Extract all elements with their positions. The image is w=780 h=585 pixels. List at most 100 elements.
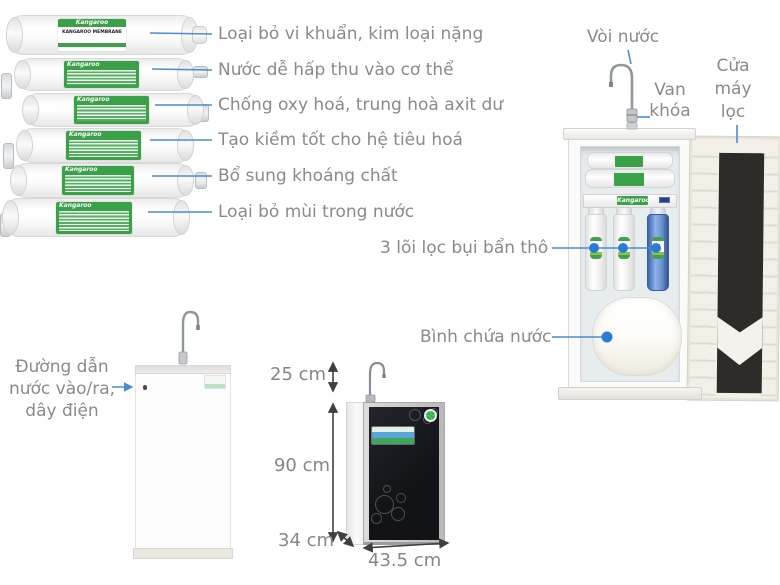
cartridge-label: Kangaroo — [74, 96, 149, 124]
tube-elbow — [1, 73, 12, 99]
cartridge-label: Kangaroo — [66, 131, 141, 160]
bubble-decoration — [383, 485, 391, 493]
cartridge-cap — [22, 95, 39, 125]
tube-elbow — [3, 143, 14, 169]
cartridge-cap — [177, 165, 194, 196]
bubble-decoration — [430, 408, 438, 416]
filter-label — [590, 237, 602, 259]
front-glass-panel — [369, 407, 439, 540]
annotation-easy-absorb: Nước dễ hấp thu vào cơ thể — [218, 60, 454, 80]
label-fine-print — [59, 210, 129, 231]
coarse-filter-1 — [585, 207, 607, 291]
cartridge-cap — [2, 200, 19, 235]
cartridge-label-text: KANGAROO MEMBRANE — [62, 29, 122, 35]
filter-cartridge-6: Kangaroo — [2, 198, 190, 237]
product-figure — [346, 402, 445, 545]
annotation-minerals: Bổ sung khoáng chất — [218, 166, 398, 186]
cartridge-label — [614, 154, 644, 167]
label-door-line3: lọc — [720, 102, 746, 122]
label-water-lines-line1: Đường dẫn — [15, 357, 109, 377]
tube-fitting — [195, 172, 207, 189]
cabinet-base — [558, 387, 702, 400]
cartridge-neck — [192, 26, 207, 44]
brand-wordmark: Kangaroo — [69, 131, 102, 139]
label-stripe — [58, 42, 126, 47]
label-door-line1: Cửa — [716, 56, 750, 76]
cartridge-cap — [187, 95, 204, 125]
cartridge-cap — [173, 200, 190, 235]
brand-wordmark: Kangaroo — [67, 60, 100, 68]
label-fine-print — [69, 140, 138, 157]
faucet-dimension-figure — [365, 361, 386, 403]
brand-wordmark: Kangaroo — [77, 96, 110, 104]
rear-cabinet-base — [133, 548, 233, 559]
cartridge-cap — [177, 130, 194, 161]
label-fine-print — [65, 175, 131, 192]
water-tank — [592, 297, 682, 376]
cabinet-lid — [563, 128, 696, 140]
cabinet-body: Kangaroo — [568, 137, 692, 389]
annotation-remove-bacteria: Loại bỏ vi khuẩn, kim loại nặng — [218, 24, 484, 44]
door-ribs — [689, 140, 719, 396]
flag-icon — [659, 197, 671, 203]
filter-cartridge-3: Kangaroo — [22, 93, 204, 127]
annotation-anti-oxidation: Chống oxy hoá, trung hoà axit dư — [218, 95, 504, 115]
faucet-rear — [178, 310, 200, 365]
cartridge-label: Kangaroo — [64, 60, 139, 89]
cabinet-shelf: Kangaroo — [583, 194, 677, 208]
label-door-line2: máy — [714, 79, 752, 99]
bubble-decoration — [375, 495, 394, 514]
filter-cartridge-5: Kangaroo — [10, 163, 194, 198]
filter-cartridge-2: Kangaroo — [14, 58, 194, 91]
horizontal-cartridge — [587, 152, 673, 169]
label-valve: Van khóa — [644, 80, 696, 122]
feature-stickers — [372, 427, 414, 444]
brand-wordmark: Kangaroo — [59, 201, 92, 209]
tube-fitting — [193, 66, 208, 78]
label-valve-line2: khóa — [649, 101, 691, 121]
annotation-alkaline: Tạo kiềm tốt cho hệ tiêu hoá — [218, 130, 463, 150]
label-valve-line1: Van — [654, 80, 686, 100]
spec-sticker — [204, 375, 226, 389]
annotation-remove-odor: Loại bỏ mùi trong nước — [218, 202, 415, 222]
horizontal-cartridge — [585, 169, 675, 188]
cartridge-cap — [14, 59, 31, 90]
shutoff-valve — [626, 108, 638, 123]
dimension-width: 43.5 cm — [368, 550, 442, 571]
product-front-face — [363, 402, 445, 545]
cartridge-cap — [16, 130, 33, 161]
cartridge-label: Kangaroo KANGAROO MEMBRANE — [58, 18, 126, 52]
dimension-faucet-height: 25 cm — [270, 364, 327, 385]
filter-label — [652, 237, 664, 259]
label-faucet: Vòi nước — [586, 27, 660, 47]
label-water-lines-line3: dây điện — [25, 401, 99, 421]
coarse-filter-2 — [613, 207, 635, 291]
label-coarse-filters: 3 lõi lọc bụi bẩn thô — [380, 238, 549, 258]
inlet-outlet-port — [143, 385, 147, 390]
label-water-lines: Đường dẫn nước vào/ra, dây điện — [8, 356, 116, 422]
brand-wordmark: Kangaroo — [65, 166, 98, 174]
brand-wordmark: Kangaroo — [617, 196, 650, 205]
cartridge-label: Kangaroo — [62, 166, 134, 195]
label-fine-print — [77, 105, 146, 121]
dimension-depth: 34 cm — [278, 530, 335, 551]
cartridge-label: Kangaroo — [56, 201, 132, 234]
coarse-filter-3 — [647, 207, 669, 291]
cartridge-cap — [177, 59, 194, 90]
bubble-decoration — [409, 409, 421, 421]
bubble-decoration — [423, 415, 432, 424]
rear-cabinet — [133, 365, 233, 559]
dimension-body-height: 90 cm — [273, 455, 330, 476]
label-fine-print — [67, 69, 136, 86]
cartridge-label — [614, 171, 645, 186]
filter-cartridge-4: Kangaroo — [16, 128, 194, 163]
faucet-main — [609, 63, 638, 130]
bubble-decoration — [391, 507, 405, 521]
cartridge-cap — [6, 17, 23, 53]
rear-cabinet-top — [135, 365, 231, 374]
filter-label — [618, 237, 630, 259]
label-door: Cửa máy lọc — [702, 55, 764, 124]
bubble-decoration — [396, 493, 406, 503]
cartridge-cap — [10, 165, 27, 196]
